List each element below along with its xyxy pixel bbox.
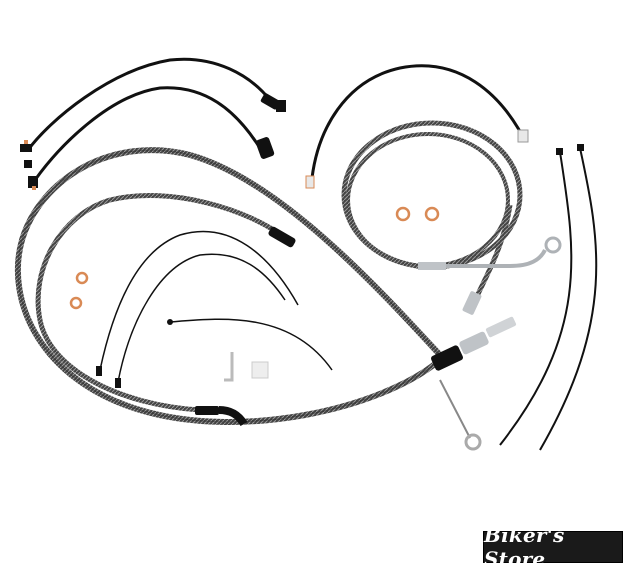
copper-crush-washers — [69, 206, 440, 310]
wiring-harness-1 — [20, 57, 286, 152]
braided-clutch-cable — [15, 147, 517, 451]
thin-cables — [96, 230, 333, 388]
wiring-harness-2 — [24, 86, 275, 190]
store-watermark: Biker's Store — [483, 523, 623, 571]
wire-clips — [224, 352, 269, 382]
braided-brake-line — [341, 120, 562, 315]
wiring-harness-3 — [305, 64, 529, 189]
cable-ties — [499, 144, 598, 451]
braided-throttle-cable — [35, 193, 296, 427]
